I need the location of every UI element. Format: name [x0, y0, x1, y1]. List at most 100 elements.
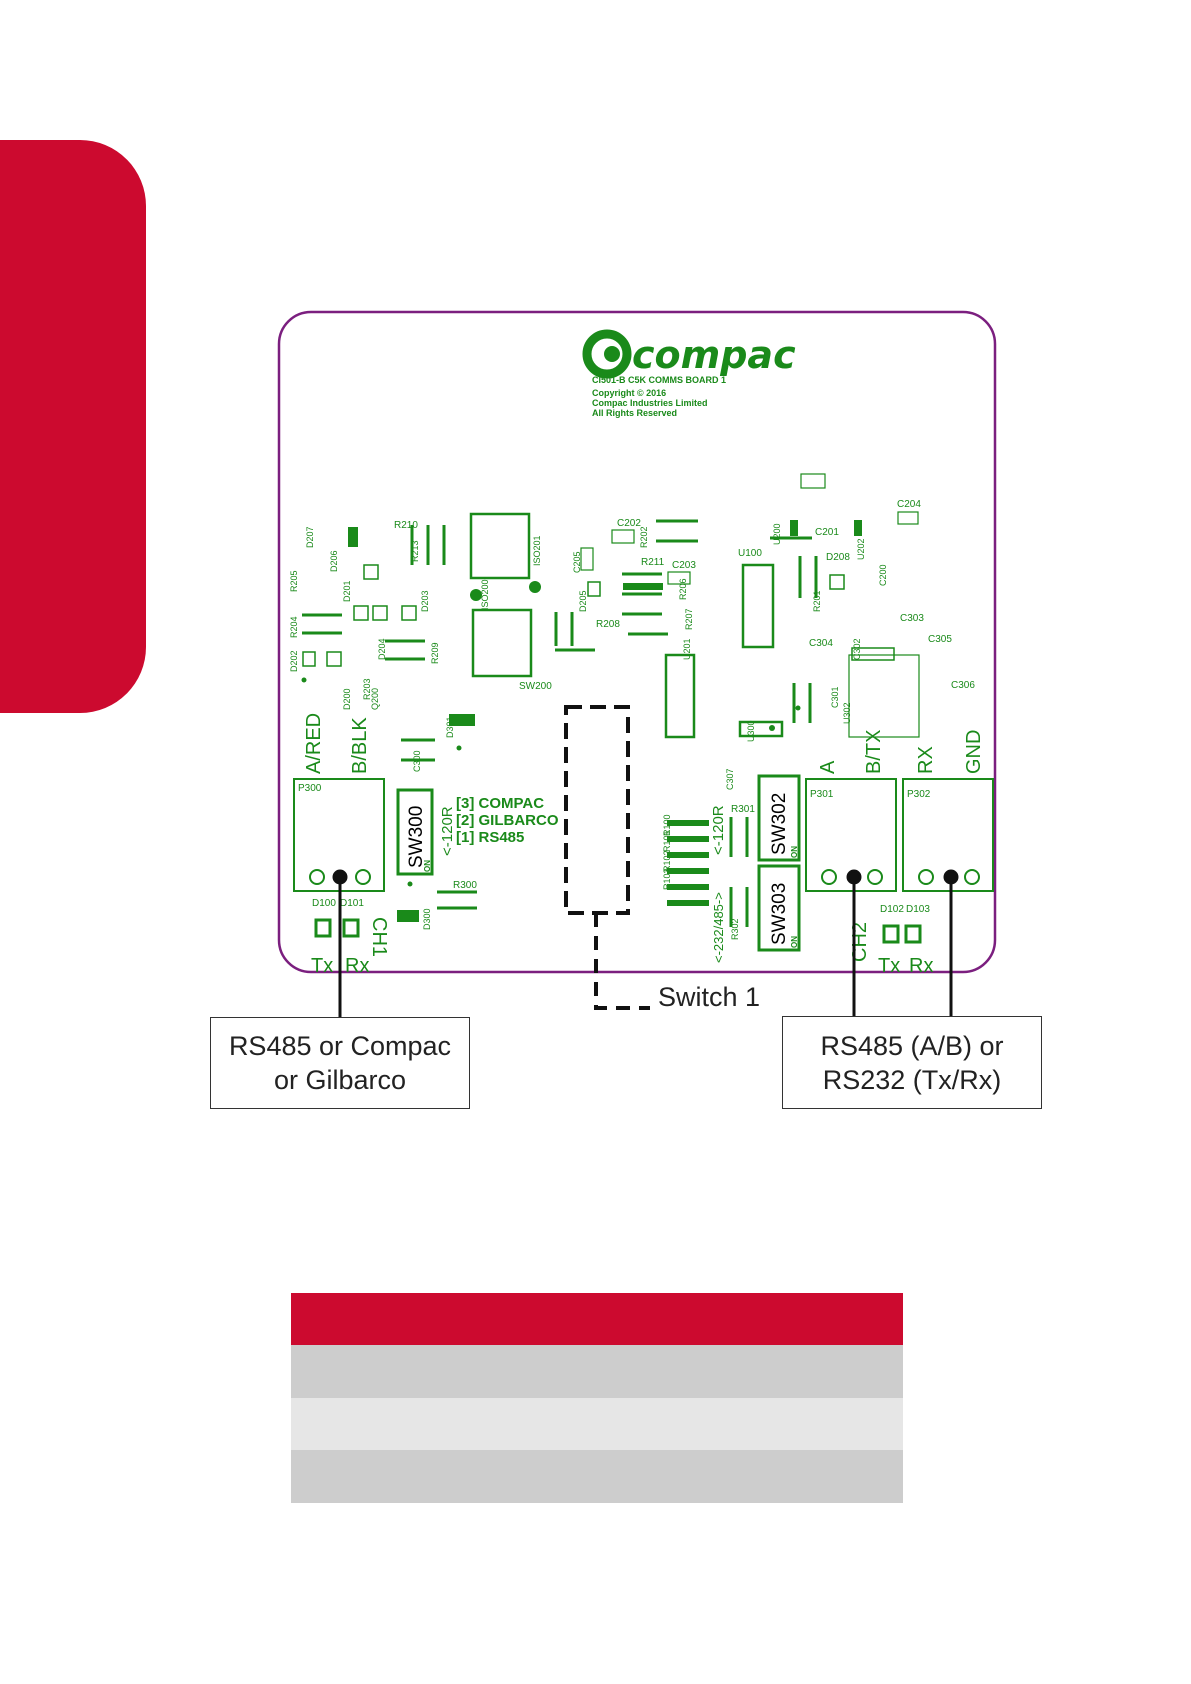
label-r207: R207	[684, 608, 694, 630]
led-d103: D103	[906, 904, 930, 915]
label-d205: D205	[578, 590, 588, 612]
label-c202: C202	[617, 518, 641, 529]
label-r300: R300	[453, 880, 477, 891]
label-r102: R102	[662, 850, 672, 872]
label-c304: C304	[809, 638, 833, 649]
sw302-on: ON	[790, 846, 799, 858]
resistor-bars	[623, 583, 709, 906]
copyright-text: Copyright © 2016	[592, 388, 666, 398]
label-r208: R208	[596, 619, 620, 630]
label-d203: D203	[420, 590, 430, 612]
company-text: Compac Industries Limited	[592, 398, 708, 408]
label-r100: R100	[662, 814, 672, 836]
mode-option-gilbarco: [2] GILBARCO	[456, 812, 559, 829]
right-120r-label: <-120R	[710, 805, 727, 855]
label-c305: C305	[928, 634, 952, 645]
compac-logo: compac	[582, 329, 796, 379]
rights-text: All Rights Reserved	[592, 408, 677, 418]
callout-left: RS485 or Compac or Gilbarco	[210, 1017, 470, 1109]
led-d101: D101	[340, 898, 364, 909]
board-outline	[277, 310, 997, 974]
label-d300: D300	[422, 908, 432, 930]
label-d206: D206	[329, 550, 339, 572]
label-r204: R204	[289, 616, 299, 638]
ch1-b-blk: B/BLK	[349, 717, 371, 774]
label-c302: C302	[852, 638, 862, 660]
sw302-body	[757, 774, 801, 862]
label-d204: D204	[377, 638, 387, 660]
sw303-on: ON	[790, 936, 799, 948]
label-u300: U300	[746, 720, 756, 742]
mode-option-compac: [3] COMPAC	[456, 795, 544, 812]
label-c303: C303	[900, 613, 924, 624]
label-iso201: ISO201	[532, 535, 542, 566]
rx-left: Rx	[345, 955, 369, 977]
tx-right: Tx	[878, 955, 900, 977]
label-iso200: ISO200	[480, 579, 490, 610]
label-d301: D301	[445, 716, 455, 738]
callout-right: RS485 (A/B) or RS232 (Tx/Rx)	[782, 1016, 1042, 1109]
label-d200: D200	[342, 688, 352, 710]
callout-right-line1: RS485 (A/B) or	[820, 1030, 1004, 1061]
table-row	[291, 1450, 903, 1503]
label-c200: C200	[878, 564, 888, 586]
led-pads	[314, 918, 922, 944]
label-c301: C301	[830, 686, 840, 708]
label-r206: R206	[678, 578, 688, 600]
p301-label: P301	[810, 789, 834, 800]
ch1-label: CH1	[368, 917, 390, 957]
label-r205: R205	[289, 570, 299, 592]
p302-label: P302	[907, 789, 931, 800]
led-d102: D102	[880, 904, 904, 915]
label-u202: U202	[856, 538, 866, 560]
mode-option-rs485: [1] RS485	[456, 829, 524, 846]
label-u200: U200	[772, 523, 782, 545]
label-q200: Q200	[370, 688, 380, 710]
label-u201: U201	[682, 638, 692, 660]
dip-switches	[396, 774, 801, 952]
left-120r-label: <-120R	[439, 806, 456, 856]
table-row	[291, 1398, 903, 1450]
label-r302: R302	[730, 918, 740, 940]
label-d201: D201	[342, 580, 352, 602]
sw300-label: SW300	[406, 806, 427, 868]
label-c300: C300	[412, 750, 422, 772]
label-r209: R209	[430, 642, 440, 664]
p302-connector	[902, 778, 994, 892]
ch1-a-red: A/RED	[303, 713, 325, 774]
label-r210: R210	[394, 520, 418, 531]
pcb-traces	[302, 519, 818, 927]
sw300-on: ON	[423, 860, 432, 872]
label-c205: C205	[572, 551, 582, 573]
sw303-label: SW303	[769, 883, 790, 945]
ch2-a: A	[817, 760, 839, 774]
label-c307: C307	[725, 768, 735, 790]
p300-label: P300	[298, 783, 322, 794]
label-u302: U302	[842, 702, 852, 724]
callout-leaders	[332, 869, 959, 1022]
color-table	[291, 1293, 903, 1503]
label-r201: R201	[812, 590, 822, 612]
label-r203: R203	[362, 678, 372, 700]
label-u100: U100	[738, 548, 762, 559]
pcb-pads	[301, 520, 862, 922]
ch2-rx: RX	[915, 746, 937, 774]
switch1-label: Switch 1	[658, 982, 761, 1012]
callout-left-line1: RS485 or Compac	[228, 1031, 452, 1061]
label-r200: C201	[815, 527, 839, 538]
label-r103: R103	[662, 868, 672, 890]
side-tab	[0, 140, 146, 713]
label-c306: C306	[951, 680, 975, 691]
label-r211: R211	[641, 557, 665, 568]
sw300-body	[396, 788, 434, 876]
label-sw200: SW200	[519, 681, 552, 692]
label-c203: C203	[672, 560, 696, 571]
callout-left-line2: or Gilbarco	[273, 1065, 407, 1095]
label-r213: R213	[410, 540, 420, 562]
ch2-gnd: GND	[963, 730, 985, 774]
component-labels: R210 C202 R211 C203 R208 SW200 U100 C201…	[394, 499, 975, 891]
mode-options: [3] COMPAC [2] GILBARCO [1] RS485	[456, 795, 559, 846]
terminal-labels: A/RED B/BLK A B/TX RX GND	[303, 713, 985, 774]
label-c204: C204	[897, 499, 921, 510]
